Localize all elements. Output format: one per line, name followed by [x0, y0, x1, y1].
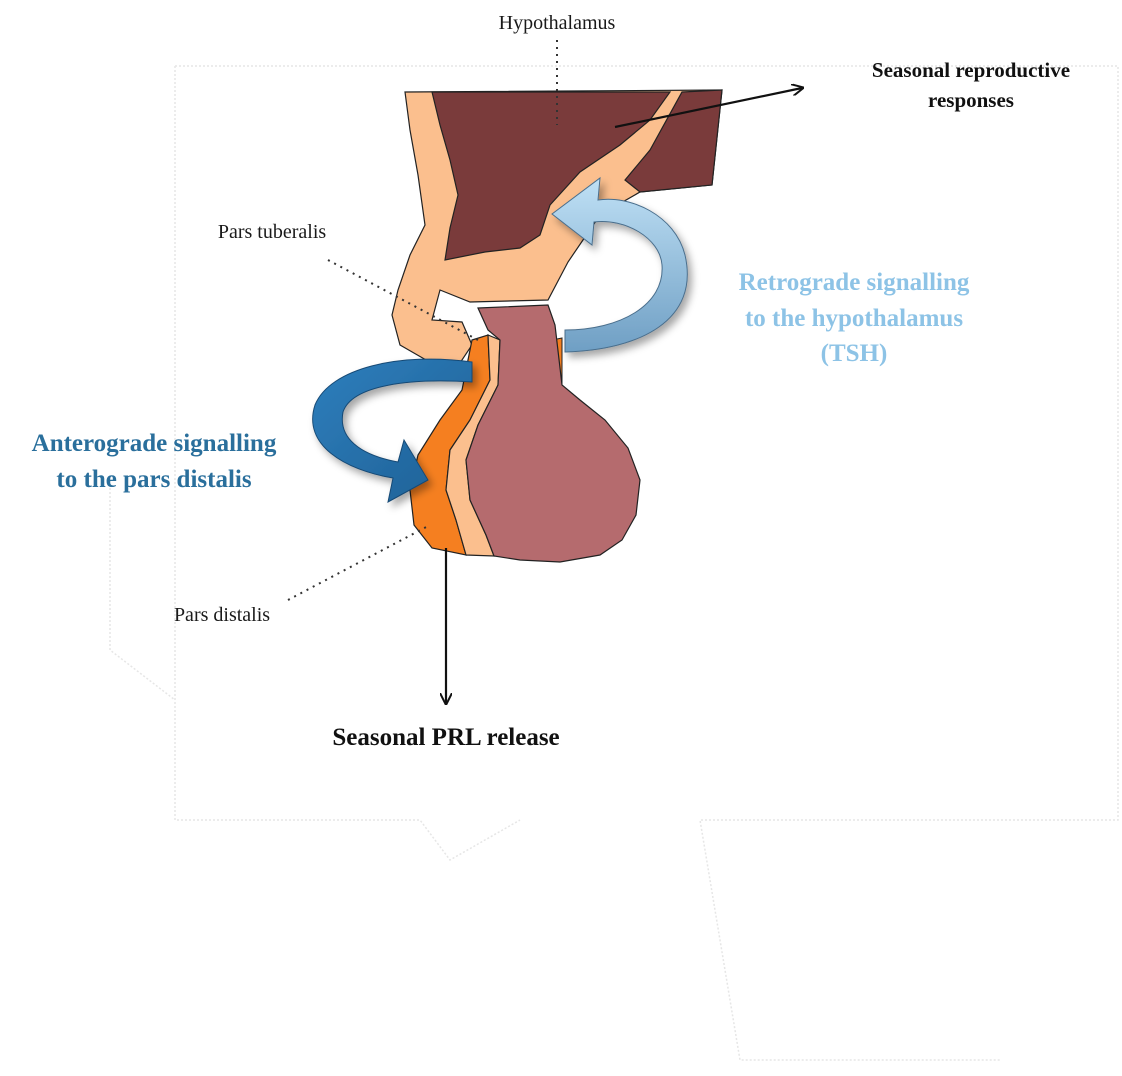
pars-distalis-label: Pars distalis [174, 604, 270, 626]
hypothalamus-label: Hypothalamus [499, 12, 616, 34]
anterograde-label-line1: Anterograde signalling [32, 430, 277, 457]
prl-release-label: Seasonal PRL release [332, 724, 559, 751]
pars-distalis-leader [288, 525, 430, 600]
pars-tuberalis-label: Pars tuberalis [218, 221, 327, 243]
retrograde-label-line3: (TSH) [821, 340, 888, 367]
retrograde-arrow [552, 178, 687, 352]
retrograde-label-line1: Retrograde signalling [739, 269, 970, 296]
seasonal-reproductive-label-line2: responses [928, 88, 1014, 112]
seasonal-reproductive-label-line1: Seasonal reproductive [872, 58, 1070, 82]
anterograde-label-line2: to the pars distalis [56, 466, 251, 493]
retrograde-label-line2: to the hypothalamus [745, 305, 963, 332]
